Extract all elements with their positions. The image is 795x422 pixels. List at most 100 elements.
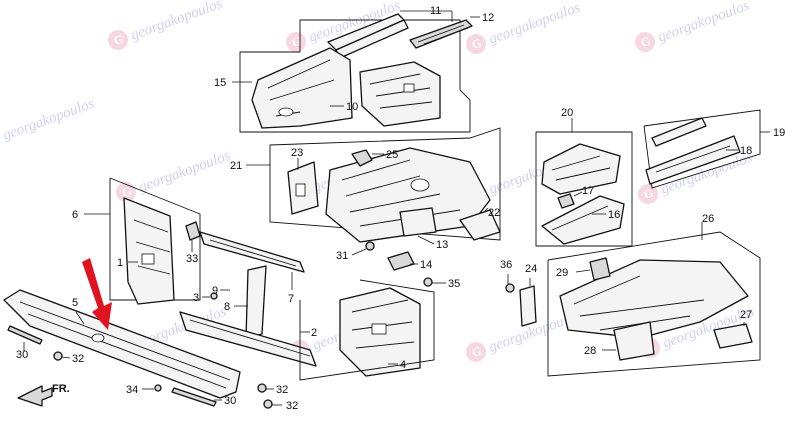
group-right-lower [505, 222, 761, 377]
callout-20: 20 [561, 107, 573, 119]
group-front-bumper-beam [3, 289, 282, 409]
part-28-gusset [613, 321, 655, 361]
part-33-clip [185, 221, 201, 241]
group-top-upper-frame [232, 10, 480, 133]
group-bracket-2 [299, 279, 435, 381]
group-bracket-21 [269, 127, 501, 241]
part-17-clip [557, 193, 575, 209]
part-9-detail [209, 239, 297, 267]
callout-12: 12 [482, 12, 494, 24]
watermark-text: georgakopoulos [1, 96, 97, 144]
part-10-housing [359, 61, 441, 127]
part-30-strip-left [7, 325, 43, 345]
part-14-clip [387, 251, 415, 271]
callout-31: 31 [336, 250, 348, 262]
watermark-3: G georgakopoulos [466, 0, 583, 54]
watermark-logo-icon [635, 32, 655, 52]
callout-32c: 32 [286, 400, 298, 412]
leader-29 [575, 269, 591, 273]
watermark-logo-icon [116, 182, 136, 202]
callout-28: 28 [584, 345, 596, 357]
callout-30b: 30 [224, 395, 236, 407]
group-right-upper [535, 109, 770, 247]
front-label: FR. [52, 383, 70, 395]
watermark-logo-icon [466, 34, 486, 54]
part-27-bracket [713, 323, 753, 349]
callout-10: 10 [346, 101, 358, 113]
group-bracket-26 [547, 231, 761, 377]
part-10-clip [403, 83, 415, 93]
callout-labels: 11 12 15 10 20 19 18 21 23 25 17 16 6 22… [16, 5, 785, 412]
part-10-detail [369, 73, 433, 109]
callout-7: 7 [288, 293, 294, 305]
part-35-bolt [423, 277, 433, 287]
callout-1: 1 [117, 257, 123, 269]
callout-32b: 32 [276, 384, 288, 396]
part-26-frame-rail [559, 259, 749, 339]
watermark-text: georgakopoulos [129, 0, 225, 44]
callout-36: 36 [500, 259, 512, 271]
part-16-detail [551, 205, 609, 231]
leader-13 [417, 235, 435, 245]
watermark-logo-glyph: G [112, 32, 126, 48]
callout-32a: 32 [72, 353, 84, 365]
callout-2: 2 [311, 327, 317, 339]
part-9-crossmember [199, 231, 305, 273]
callout-27: 27 [740, 309, 752, 321]
group-bracket-15 [239, 19, 471, 133]
watermark-5: georgakopoulos [1, 96, 97, 144]
watermark-text: georgakopoulos [656, 0, 752, 46]
leader-22 [483, 207, 489, 213]
part-22-gusset [459, 209, 501, 241]
part-5-mount-hole [91, 333, 105, 343]
callout-3: 3 [193, 292, 199, 304]
watermark-1: G georgakopoulos [108, 0, 225, 50]
watermark-logo-icon [466, 342, 486, 362]
part-24-bracket [519, 285, 537, 327]
leader-32a [61, 356, 71, 359]
red-indicator-arrow [82, 258, 112, 330]
callout-6: 6 [72, 209, 78, 221]
callout-29: 29 [556, 267, 568, 279]
part-25-clip [351, 149, 373, 167]
callout-16: 16 [608, 209, 620, 221]
part-32-fastener-c [263, 399, 273, 409]
part-1-side-panel [123, 197, 175, 305]
watermark-logo-glyph: G [470, 36, 484, 52]
callout-14: 14 [420, 259, 432, 271]
callout-8: 8 [224, 301, 230, 313]
watermark-logo-icon [638, 184, 658, 204]
leader-31 [351, 248, 367, 256]
part-15-hole [278, 107, 294, 117]
part-19-rail [651, 117, 707, 147]
watermark-4: G georgakopoulos [635, 0, 752, 52]
front-arrow-icon [17, 385, 53, 407]
watermark-logo-glyph: G [120, 184, 134, 200]
callout-23: 23 [291, 147, 303, 159]
watermark-logo-icon [108, 30, 128, 50]
callout-24: 24 [525, 263, 537, 275]
part-32-fastener-b [257, 383, 267, 393]
red-arrow-icon [82, 258, 112, 330]
part-7-detail [189, 319, 311, 357]
callout-34: 34 [126, 384, 138, 396]
callout-30a: 30 [16, 349, 28, 361]
front-direction-indicator: FR. [17, 383, 70, 407]
part-32-fastener-a [53, 351, 63, 361]
part-21-detail [341, 159, 461, 227]
part-36-bolt [505, 283, 515, 293]
callout-21: 21 [230, 160, 242, 172]
part-34-bolt [154, 384, 162, 392]
group-middle-frame [246, 127, 501, 287]
group-bracket-19 [643, 109, 761, 189]
part-5-detail [19, 301, 231, 389]
part-30-strip-right [171, 387, 217, 407]
callout-26: 26 [702, 213, 714, 225]
group-left-bulkhead [84, 177, 435, 381]
callout-5: 5 [72, 297, 78, 309]
callout-15: 15 [214, 77, 226, 89]
watermark-logo-glyph: G [642, 186, 656, 202]
part-31-bolt [365, 241, 375, 251]
callout-22: 22 [488, 207, 500, 219]
